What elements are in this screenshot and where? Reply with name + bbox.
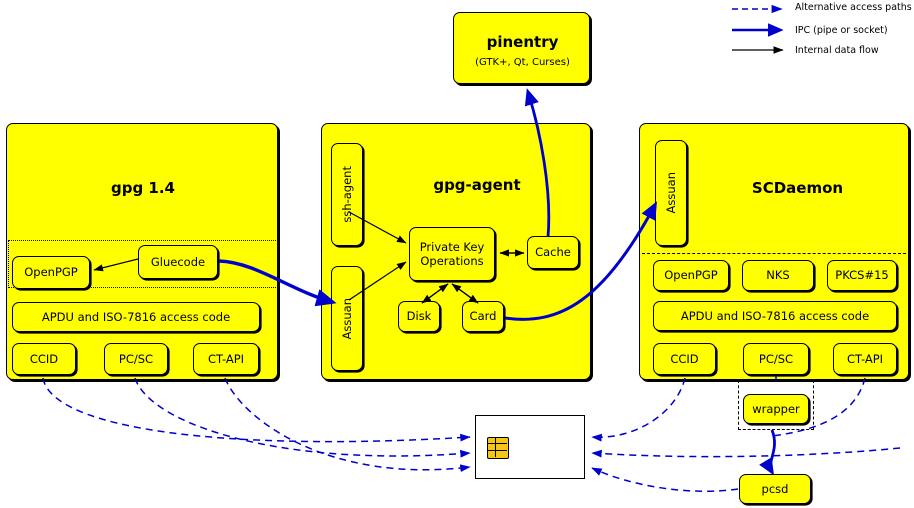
gpg-driver-ccid-label: CCID <box>29 351 59 366</box>
wrapper-label: wrapper <box>752 401 800 416</box>
chip-contact-line <box>487 450 507 452</box>
gpg-agent-ssh-agent-node: ssh-agent <box>331 143 363 246</box>
gpg-agent-private-key-ops-node: Private Key Operations <box>409 227 495 281</box>
gpg-title: gpg 1.4 <box>110 179 175 197</box>
alt-path-gpg-pcsc-to-card <box>134 377 471 458</box>
gpg-agent-disk-label: Disk <box>406 309 432 324</box>
gpg-agent-ssh-agent-label: ssh-agent <box>339 166 354 223</box>
scdaemon-app-pkcs15: PKCS#15 <box>827 260 897 291</box>
gpg-openpgp-node: OpenPGP <box>12 256 90 289</box>
legend-label-ipc: IPC (pipe or socket) <box>795 25 888 36</box>
scdaemon-layer-divider <box>642 253 906 254</box>
scdaemon-app-nks-label: NKS <box>766 268 790 283</box>
gpg-driver-ctapi-label: CT-API <box>207 351 245 366</box>
alt-path-pcsd-to-card-lower <box>591 467 739 492</box>
scdaemon-driver-ccid: CCID <box>653 343 716 375</box>
scdaemon-app-openpgp: OpenPGP <box>653 260 729 291</box>
chip-contact-line <box>487 443 507 445</box>
chip-contact-line <box>495 437 497 457</box>
gpg-gluecode-node: Gluecode <box>138 245 218 279</box>
gpg-openpgp-label: OpenPGP <box>24 265 78 280</box>
pinentry-box: pinentry (GTK+, Qt, Curses) <box>453 12 590 84</box>
legend-label-alt-paths: Alternative access paths <box>795 2 912 13</box>
gpg-driver-pcsc: PC/SC <box>104 343 168 375</box>
smartcard-chip-icon <box>487 437 509 459</box>
scdaemon-apdu-label: APDU and ISO-7816 access code <box>680 308 870 323</box>
scdaemon-driver-ctapi-label: CT-API <box>846 351 884 366</box>
scdaemon-app-nks: NKS <box>742 260 814 291</box>
scdaemon-driver-pcsc-label: PC/SC <box>758 351 794 366</box>
gpg-agent-disk-node: Disk <box>398 301 440 332</box>
pcsd-node: pcsd <box>739 474 811 504</box>
scdaemon-app-openpgp-label: OpenPGP <box>664 268 718 283</box>
alt-path-gpg-ctapi-to-card <box>224 377 471 473</box>
scdaemon-driver-ccid-label: CCID <box>670 351 699 366</box>
scdaemon-app-pkcs15-label: PKCS#15 <box>835 268 889 283</box>
pinentry-title: pinentry <box>486 33 559 51</box>
gpg-driver-ccid: CCID <box>12 343 76 375</box>
gpg-gluecode-label: Gluecode <box>150 254 206 269</box>
legend-label-internal-flow: Internal data flow <box>795 45 879 56</box>
pinentry-subtitle: (GTK+, Qt, Curses) <box>475 57 570 68</box>
gpg-apdu-node: APDU and ISO-7816 access code <box>12 302 260 332</box>
pcsd-label: pcsd <box>761 481 789 496</box>
gpg-agent-title: gpg-agent <box>433 176 521 194</box>
gpg-driver-ctapi: CT-API <box>193 343 259 375</box>
scdaemon-assuan-node: Assuan <box>655 140 687 246</box>
gpg-agent-card-node: Card <box>462 301 504 332</box>
private-key-ops-line2: Operations <box>420 254 484 268</box>
gpg-agent-assuan-node: Assuan <box>331 266 363 371</box>
gpg-agent-cache-label: Cache <box>535 245 571 260</box>
gpg-apdu-label: APDU and ISO-7816 access code <box>41 309 231 324</box>
scdaemon-driver-pcsc: PC/SC <box>743 343 809 375</box>
gpg-driver-pcsc-label: PC/SC <box>118 351 154 366</box>
gpg-agent-assuan-label: Assuan <box>339 297 354 340</box>
ipc-wrapper-to-pcsd <box>759 429 776 476</box>
scdaemon-driver-ctapi: CT-API <box>833 343 897 375</box>
private-key-ops-line1: Private Key <box>419 239 485 254</box>
smartcard-node <box>475 415 585 479</box>
gpg-agent-cache-node: Cache <box>527 236 579 269</box>
scdaemon-assuan-label: Assuan <box>663 172 678 214</box>
alt-path-pcsd-to-card <box>591 447 901 458</box>
alt-path-gpg-ccid-to-card <box>42 377 471 443</box>
wrapper-node: wrapper <box>743 394 809 424</box>
gpg-agent-card-label: Card <box>469 309 497 324</box>
scdaemon-title: SCDaemon <box>751 179 844 197</box>
alt-path-scd-ccid-to-card <box>591 377 686 442</box>
scdaemon-apdu-node: APDU and ISO-7816 access code <box>653 301 897 331</box>
